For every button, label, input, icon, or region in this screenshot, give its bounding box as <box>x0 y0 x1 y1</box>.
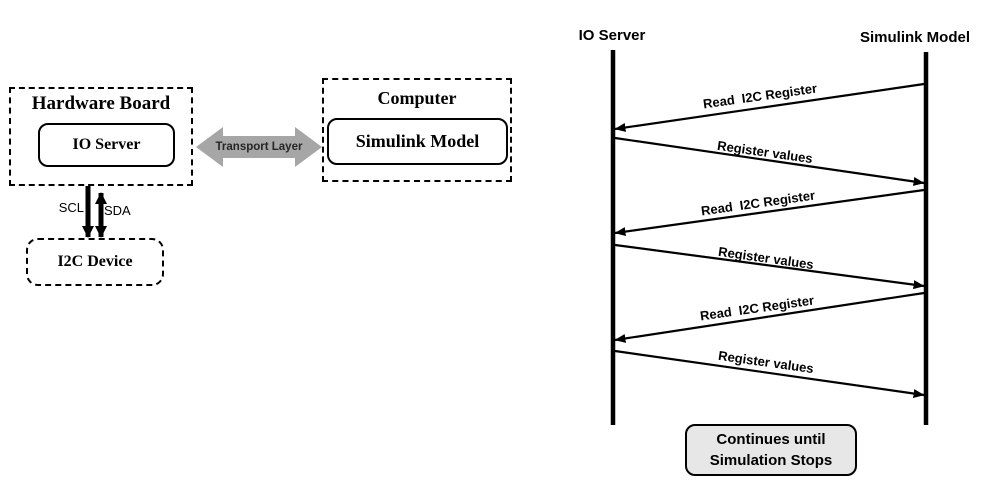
sequence-actor-io-server: IO Server <box>578 27 646 44</box>
io-server-box: IO Server <box>38 123 175 167</box>
scl-label: SCL <box>58 200 84 215</box>
io-server-label: IO Server <box>72 136 141 153</box>
sequence-actor-simulink-model: Simulink Model <box>859 29 970 46</box>
continues-note-line2: Simulation Stops <box>709 452 833 469</box>
message-arrow-values-2 <box>614 243 925 290</box>
hardware-board-box <box>9 87 193 186</box>
message-arrow-read-1 <box>614 82 925 132</box>
continues-note-box: Continues until Simulation Stops <box>685 424 857 476</box>
simulink-model-box: Simulink Model <box>327 118 508 165</box>
message-arrow-read-2 <box>614 188 925 237</box>
transport-layer-arrow <box>196 127 322 167</box>
sda-label: SDA <box>104 203 131 218</box>
computer-title: Computer <box>377 88 457 108</box>
message-arrow-values-3 <box>614 349 925 398</box>
message-arrow-read-3 <box>614 291 925 343</box>
i2c-device-box: I2C Device <box>26 238 164 286</box>
continues-note-line1: Continues until <box>716 431 826 448</box>
transport-layer-label: Transport Layer <box>215 141 303 153</box>
computer-box <box>322 78 512 182</box>
hardware-board-title: Hardware Board <box>31 93 171 114</box>
simulink-model-label: Simulink Model <box>355 131 480 151</box>
i2c-device-label: I2C Device <box>57 253 133 270</box>
message-arrow-values-1 <box>614 136 925 186</box>
